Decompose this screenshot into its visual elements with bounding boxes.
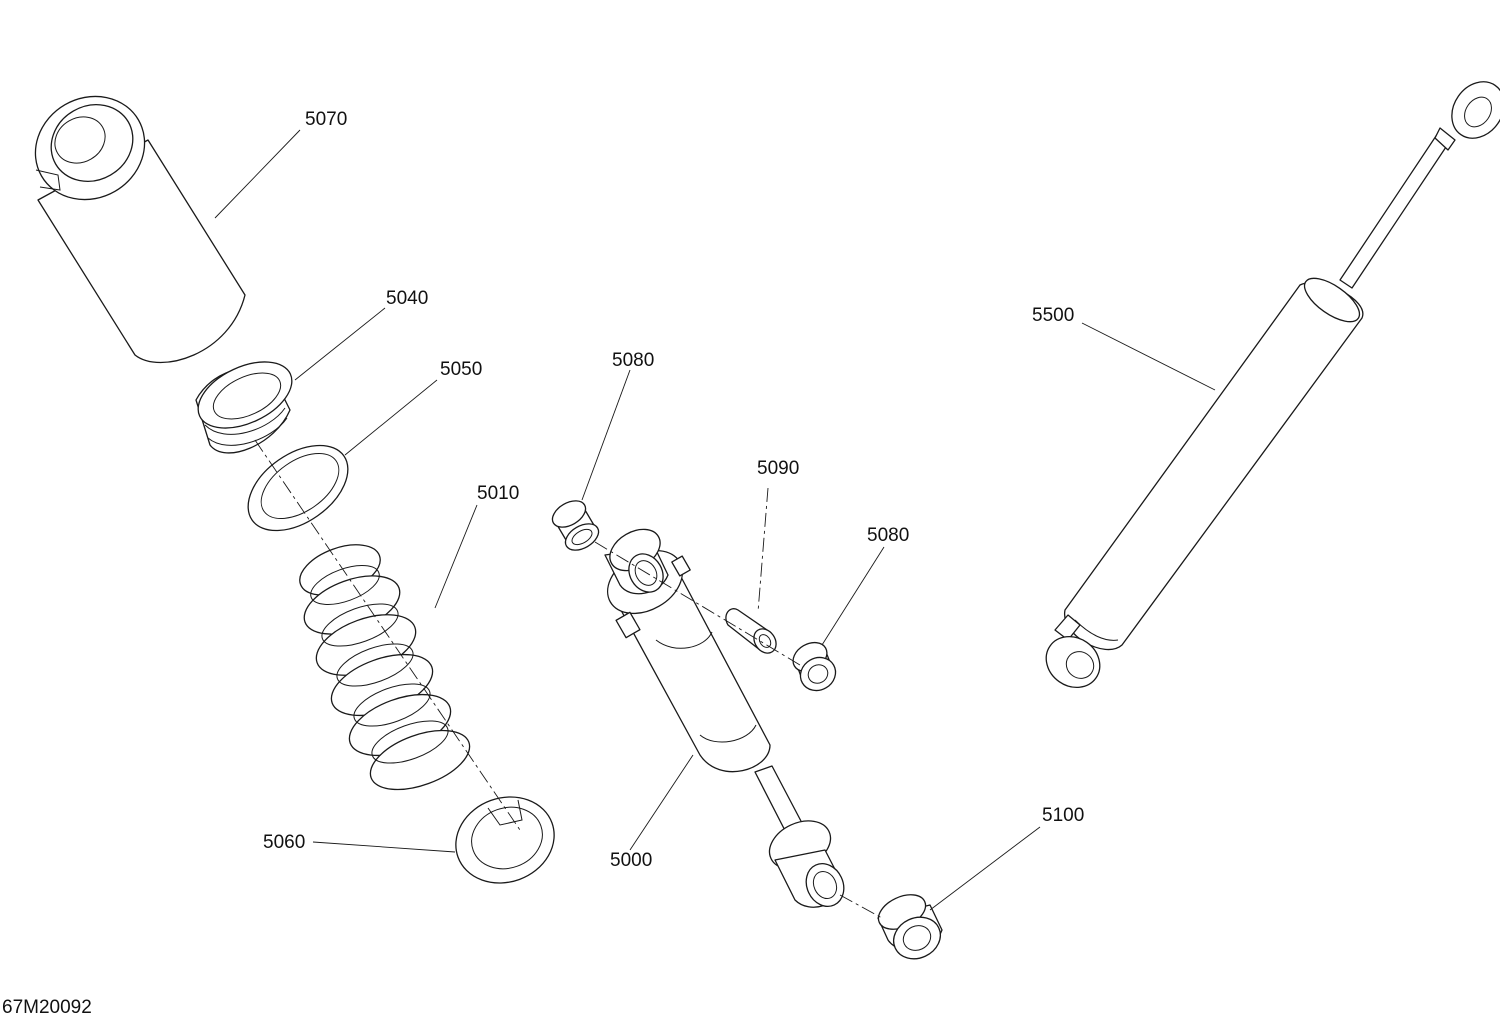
bushing-5080-left[interactable] (548, 495, 603, 555)
callout-5500: 5500 (1032, 305, 1075, 326)
sleeve-5090[interactable] (725, 608, 781, 658)
callout-5010: 5010 (477, 483, 520, 504)
callout-5070: 5070 (305, 109, 348, 130)
spring-cover-5070[interactable] (17, 77, 246, 364)
callout-5040: 5040 (386, 288, 429, 309)
callout-5080-upper: 5080 (612, 350, 655, 371)
bushing-5100[interactable] (873, 888, 947, 966)
assembly-axes (254, 439, 883, 919)
callout-5050: 5050 (440, 359, 483, 380)
callout-5090: 5090 (757, 458, 800, 479)
shock-absorber-assembly-5500[interactable] (1036, 72, 1500, 698)
callout-5060: 5060 (263, 832, 306, 853)
leader-lines (214, 129, 1216, 911)
callout-5000: 5000 (610, 850, 653, 871)
coil-spring-5010[interactable] (293, 535, 477, 801)
callout-5080-lower: 5080 (867, 525, 910, 546)
bushing-5080-right[interactable] (788, 637, 842, 697)
spring-seat-5060[interactable] (444, 783, 567, 896)
drawing-id: 67M20092 (2, 997, 92, 1018)
spring-retainer-5040[interactable] (188, 348, 302, 454)
callout-5100: 5100 (1042, 805, 1085, 826)
